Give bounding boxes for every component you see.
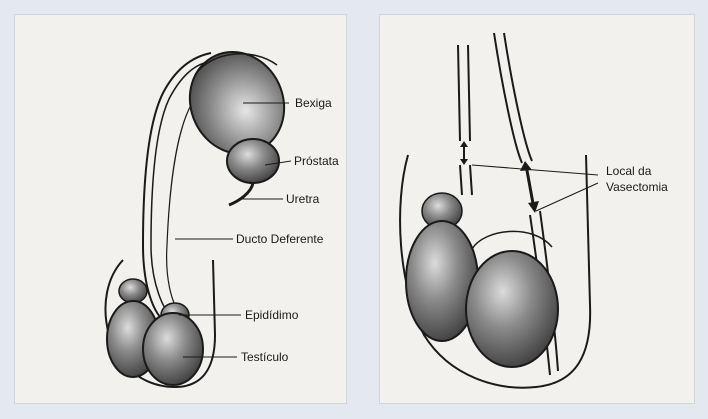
label-urethra: Uretra [286, 192, 320, 206]
anatomy-panel: Bexiga Próstata Uretra Ducto Deferente E… [14, 14, 347, 404]
testicle-front [143, 313, 203, 385]
epididymis [119, 279, 147, 303]
label-bladder: Bexiga [295, 96, 332, 110]
label-vasectomy-site-line1: Local da [606, 164, 652, 178]
label-vasectomy-site-line2: Vasectomia [606, 180, 668, 194]
label-vas-deferens: Ducto Deferente [236, 232, 324, 246]
prostate [227, 139, 279, 183]
label-testicle: Testículo [241, 350, 289, 364]
vasectomy-site-marker-left [460, 141, 468, 165]
vasectomy-panel: Local da Vasectomia [379, 14, 695, 404]
vasectomy-diagram: Local da Vasectomia [380, 15, 695, 404]
testicle-front [466, 251, 558, 367]
anatomy-diagram: Bexiga Próstata Uretra Ducto Deferente E… [15, 15, 347, 404]
label-epididymis: Epidídimo [245, 308, 299, 322]
label-prostate: Próstata [294, 154, 339, 168]
urethra [229, 183, 253, 205]
